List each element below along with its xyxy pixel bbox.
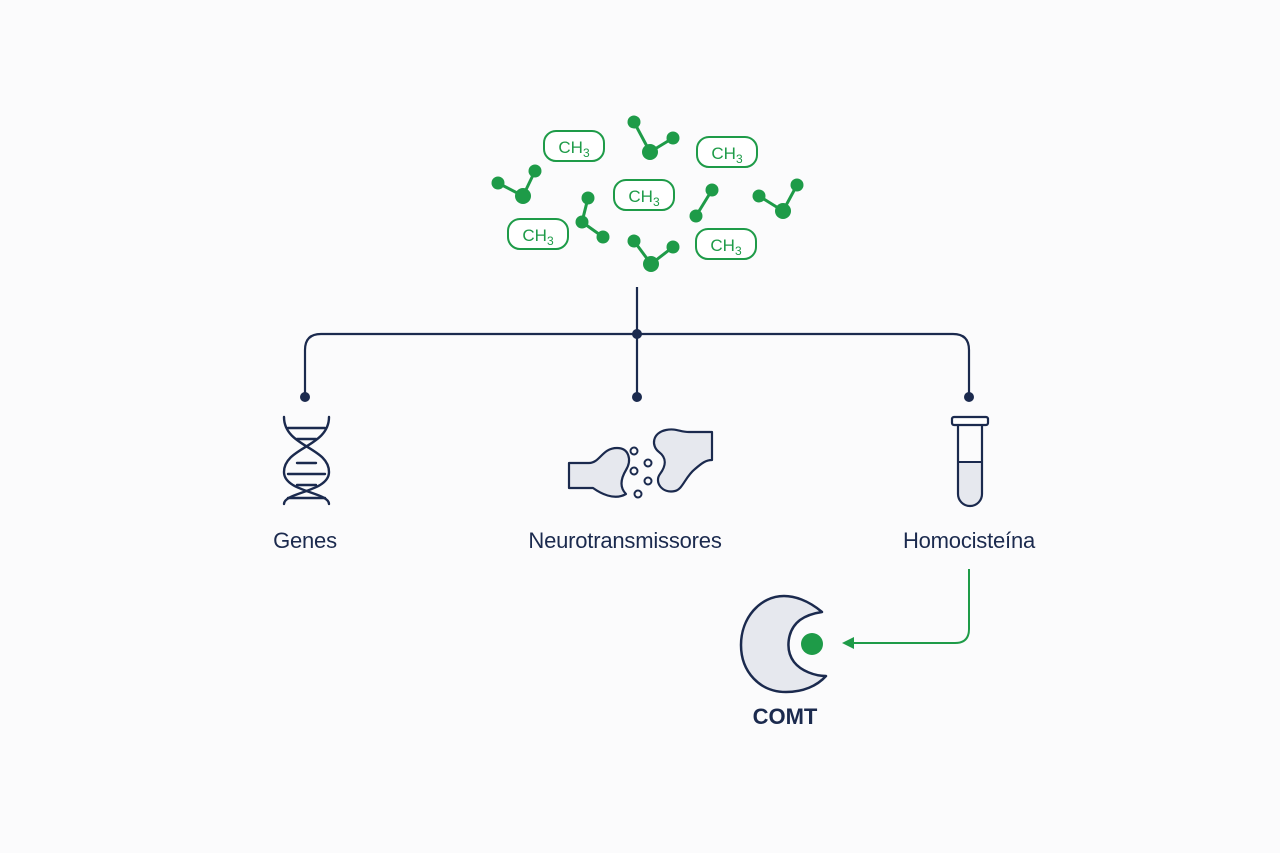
ch3-badge: CH3 — [613, 179, 675, 211]
svg-text:CH3: CH3 — [711, 144, 743, 166]
ch3-badge: CH3 — [543, 130, 605, 162]
molecule-icon — [575, 191, 610, 244]
ch3-badge: CH3 — [695, 228, 757, 260]
genes-label: Genes — [273, 528, 337, 553]
homocysteine-label: Homocisteína — [903, 528, 1036, 553]
arrow-to-comt — [842, 569, 970, 649]
connector-tree — [303, 287, 971, 396]
synapse-icon — [567, 428, 714, 499]
molecule-icon — [752, 178, 804, 219]
enzyme-icon — [739, 594, 828, 694]
molecule-icon — [627, 234, 680, 272]
arrowhead-icon — [842, 637, 854, 649]
ch3-badge: CH3 — [696, 136, 758, 168]
molecule-icon — [689, 183, 719, 223]
test-tube-icon — [950, 415, 990, 508]
presynaptic-terminal — [567, 446, 631, 498]
substrate-dot — [801, 633, 823, 655]
svg-text:CH3: CH3 — [710, 236, 742, 258]
methyl-cluster: CH3 CH3 CH3 CH3 CH3 — [491, 115, 804, 272]
svg-text:CH3: CH3 — [628, 187, 660, 209]
ch3-badge: CH3 — [507, 218, 569, 250]
vesicle-dots — [629, 446, 653, 499]
comt-label: COMT — [753, 704, 818, 729]
svg-text:CH3: CH3 — [522, 226, 554, 248]
dna-helix-icon — [282, 415, 331, 506]
molecule-icon — [491, 164, 542, 204]
postsynaptic-terminal — [652, 428, 714, 493]
molecule-icon — [627, 115, 680, 160]
svg-text:CH3: CH3 — [558, 138, 590, 160]
neurotransmitters-label: Neurotransmissores — [528, 528, 721, 553]
connector-dots — [300, 329, 974, 402]
